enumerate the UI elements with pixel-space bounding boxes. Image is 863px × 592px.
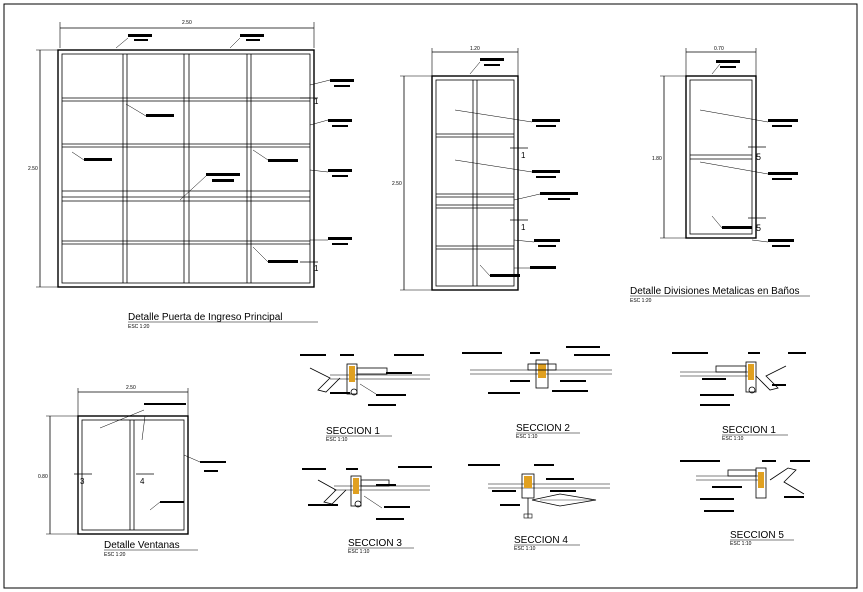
divisiones-banos-detail: 0.70 1.80 5 5 Detalle Divisiones Metalic… — [630, 46, 810, 304]
ventanas-detail: 2.50 0.80 3 4 Detalle Ventanas ESC 1:20 — [38, 385, 226, 558]
banos-mark-5a: 5 — [756, 152, 761, 162]
puerta-scale: ESC 1:20 — [128, 324, 150, 330]
puerta-dim-width: 2.50 — [182, 20, 192, 26]
central-dim-height: 2.50 — [392, 181, 402, 187]
seccion-3-scale: ESC 1:10 — [348, 549, 370, 555]
central-mark-1b: 1 — [521, 223, 526, 232]
divisiones-central-detail: 1.20 2.50 1 1 — [392, 46, 578, 291]
seccion-4-title: SECCION 4 — [514, 535, 568, 546]
puerta-mark-1b: 1 — [314, 264, 319, 273]
seccion-1b-title: SECCION 1 — [722, 425, 776, 436]
seccion-2-scale: ESC 1:10 — [516, 434, 538, 440]
puerta-dim-height: 2.50 — [28, 166, 38, 172]
banos-scale: ESC 1:20 — [630, 298, 652, 304]
seccion-1-title: SECCION 1 — [326, 426, 380, 437]
seccion-4-scale: ESC 1:10 — [514, 546, 536, 552]
puerta-title: Detalle Puerta de Ingreso Principal — [128, 312, 283, 323]
central-dim-width: 1.20 — [470, 46, 480, 52]
ventanas-dim-width: 2.50 — [126, 385, 136, 391]
banos-dim-height: 1.80 — [652, 156, 662, 162]
banos-title: Detalle Divisiones Metalicas en Baños — [630, 286, 800, 297]
ventanas-dim-height: 0.80 — [38, 474, 48, 480]
seccion-1b-detail: SECCION 1 ESC 1:10 — [672, 352, 806, 442]
seccion-3-title: SECCION 3 — [348, 538, 402, 549]
banos-mark-5b: 5 — [756, 223, 761, 233]
central-mark-1a: 1 — [521, 151, 526, 160]
seccion-2-detail: SECCION 2 ESC 1:10 — [462, 346, 612, 440]
seccion-4-detail: SECCION 4 ESC 1:10 — [468, 464, 610, 552]
ventanas-mark-4: 4 — [140, 477, 145, 486]
seccion-2-title: SECCION 2 — [516, 423, 570, 434]
sheet-border — [3, 3, 858, 589]
seccion-1b-scale: ESC 1:10 — [722, 436, 744, 442]
seccion-5-scale: ESC 1:10 — [730, 541, 752, 547]
seccion-3-detail: SECCION 3 ESC 1:10 — [302, 466, 432, 555]
ventanas-scale: ESC 1:20 — [104, 552, 126, 558]
seccion-1-detail: SECCION 1 ESC 1:10 — [300, 354, 430, 443]
banos-dim-width: 0.70 — [714, 46, 724, 52]
seccion-5-detail: SECCION 5 ESC 1:10 — [680, 460, 810, 547]
ventanas-mark-3: 3 — [80, 477, 85, 486]
ventanas-title: Detalle Ventanas — [104, 540, 180, 551]
seccion-5-title: SECCION 5 — [730, 530, 784, 541]
puerta-mark-1a: 1 — [314, 97, 319, 106]
seccion-1-scale: ESC 1:10 — [326, 437, 348, 443]
puerta-detail: 2.50 2.50 — [28, 20, 354, 330]
